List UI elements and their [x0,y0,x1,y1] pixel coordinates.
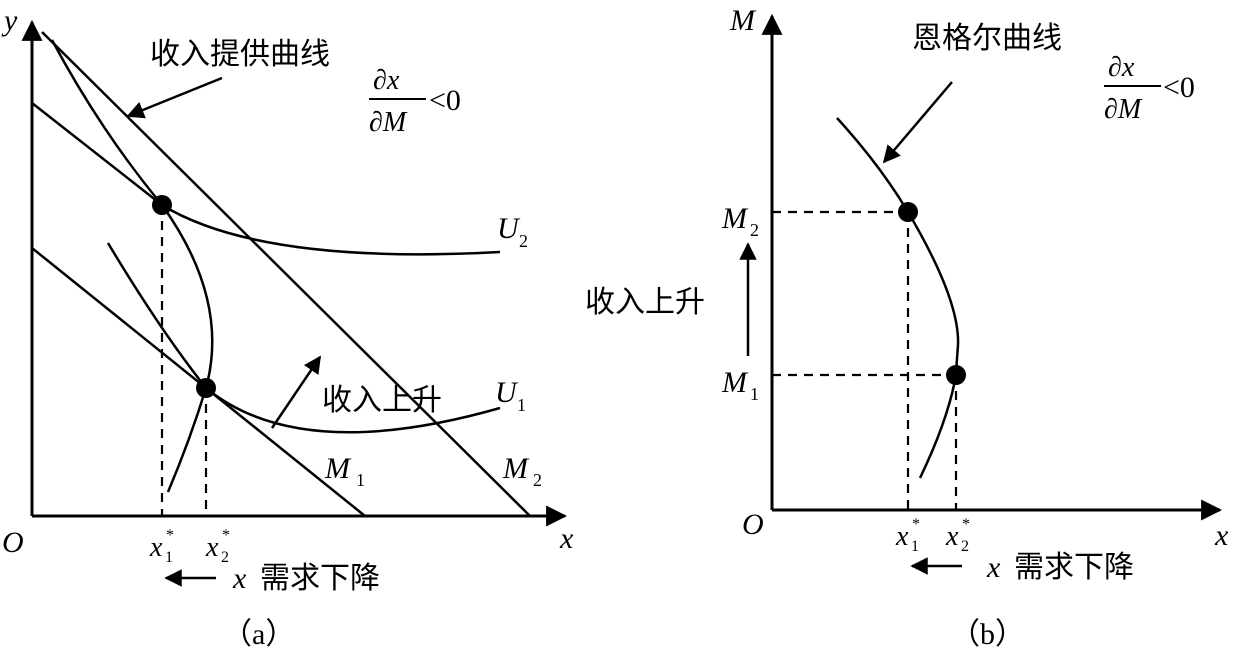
b-tick-x1-sup: * [912,516,920,533]
b-income-rise-label: 收入上升 [585,285,705,320]
b-point-m2 [898,202,918,222]
a-label-u1: U 1 [495,376,526,415]
b-tick-m2-letter: M [721,202,749,235]
a-demand-variable: x [232,562,247,595]
b-tick-x1-letter: x [895,521,909,552]
panel-b: M x O 恩格尔曲线 ∂x ∂M <0 M 2 M 1 [585,4,1229,651]
a-derivative-relation: <0 [429,84,461,117]
b-tick-x2: x 2 * [945,516,970,555]
a-derivative: ∂x ∂M <0 [369,65,461,138]
a-budget-line-upper-left [31,102,163,206]
a-tick-x1: x 1 * [149,527,174,566]
a-tick-x1-letter: x [149,532,163,563]
b-demand-variable: x [986,551,1001,584]
b-curve-label-arrow [882,81,953,164]
a-demand-label: 需求下降 [260,561,380,596]
a-label-u2: U 2 [497,212,528,251]
a-origin-label: O [2,526,24,559]
b-tick-x2-sup: * [962,516,970,533]
b-derivative-relation: <0 [1163,71,1195,104]
b-engel-curve [836,117,960,479]
a-label-m2: M 2 [502,452,542,490]
a-derivative-numerator: ∂x [373,65,400,96]
b-origin-label: O [742,508,764,541]
a-label-u1-letter: U [495,376,519,409]
a-tick-x2-sup: * [222,527,230,544]
a-label-m2-letter: M [502,452,530,485]
a-tick-x2-sub: 2 [221,549,229,566]
b-tick-m1-sub: 1 [750,384,759,404]
a-x-axis-label: x [559,522,574,555]
a-tick-x2-letter: x [205,532,219,563]
a-tick-x1-sup: * [166,527,174,544]
b-tick-x2-sub: 2 [961,538,969,555]
b-tick-x2-letter: x [945,521,959,552]
a-tick-x2: x 2 * [205,527,230,566]
b-tick-m2-sub: 2 [750,220,759,240]
b-caption: （b） [950,618,1025,651]
b-curve-label: 恩格尔曲线 [912,21,1062,56]
a-equilibrium-point-lower [196,378,216,398]
a-income-rise-label: 收入上升 [322,383,442,418]
b-derivative-denominator: ∂M [1104,94,1143,125]
b-tick-m2: M 2 [721,202,759,240]
b-y-axis-label: M [729,4,757,37]
a-label-m2-sub: 2 [533,470,542,490]
a-curve-label: 收入提供曲线 [150,37,330,72]
a-label-m1: M 1 [324,452,365,490]
a-label-m1-sub: 1 [356,470,365,490]
b-x-axis-label: x [1214,519,1229,552]
b-tick-x1: x 1 * [895,516,920,555]
a-tick-x1-sub: 1 [165,549,173,566]
a-indifference-curve-u2 [50,39,501,256]
panel-a: y x O 收入提供曲线 ∂x ∂M <0 U [1,4,574,651]
b-derivative: ∂x ∂M <0 [1104,52,1195,125]
b-tick-x1-sub: 1 [911,538,919,555]
b-point-m1 [946,365,966,385]
a-equilibrium-point-upper [152,195,172,215]
a-indifference-curve-u1 [106,242,501,434]
b-tick-m1-letter: M [721,366,749,399]
a-caption: （a） [222,618,295,651]
a-curve-label-arrow [126,76,223,119]
b-tick-m1: M 1 [721,366,759,404]
a-label-m1-letter: M [324,452,352,485]
a-label-u2-sub: 2 [519,231,528,251]
a-y-axis-label: y [1,4,18,37]
a-label-u1-sub: 1 [517,395,526,415]
a-budget-line-m2 [41,31,531,517]
a-derivative-denominator: ∂M [369,107,408,138]
a-label-u2-letter: U [497,212,521,245]
a-income-rise-arrow [270,355,322,429]
a-income-offer-curve [160,204,214,493]
b-derivative-numerator: ∂x [1108,52,1135,83]
b-demand-label: 需求下降 [1014,550,1134,585]
